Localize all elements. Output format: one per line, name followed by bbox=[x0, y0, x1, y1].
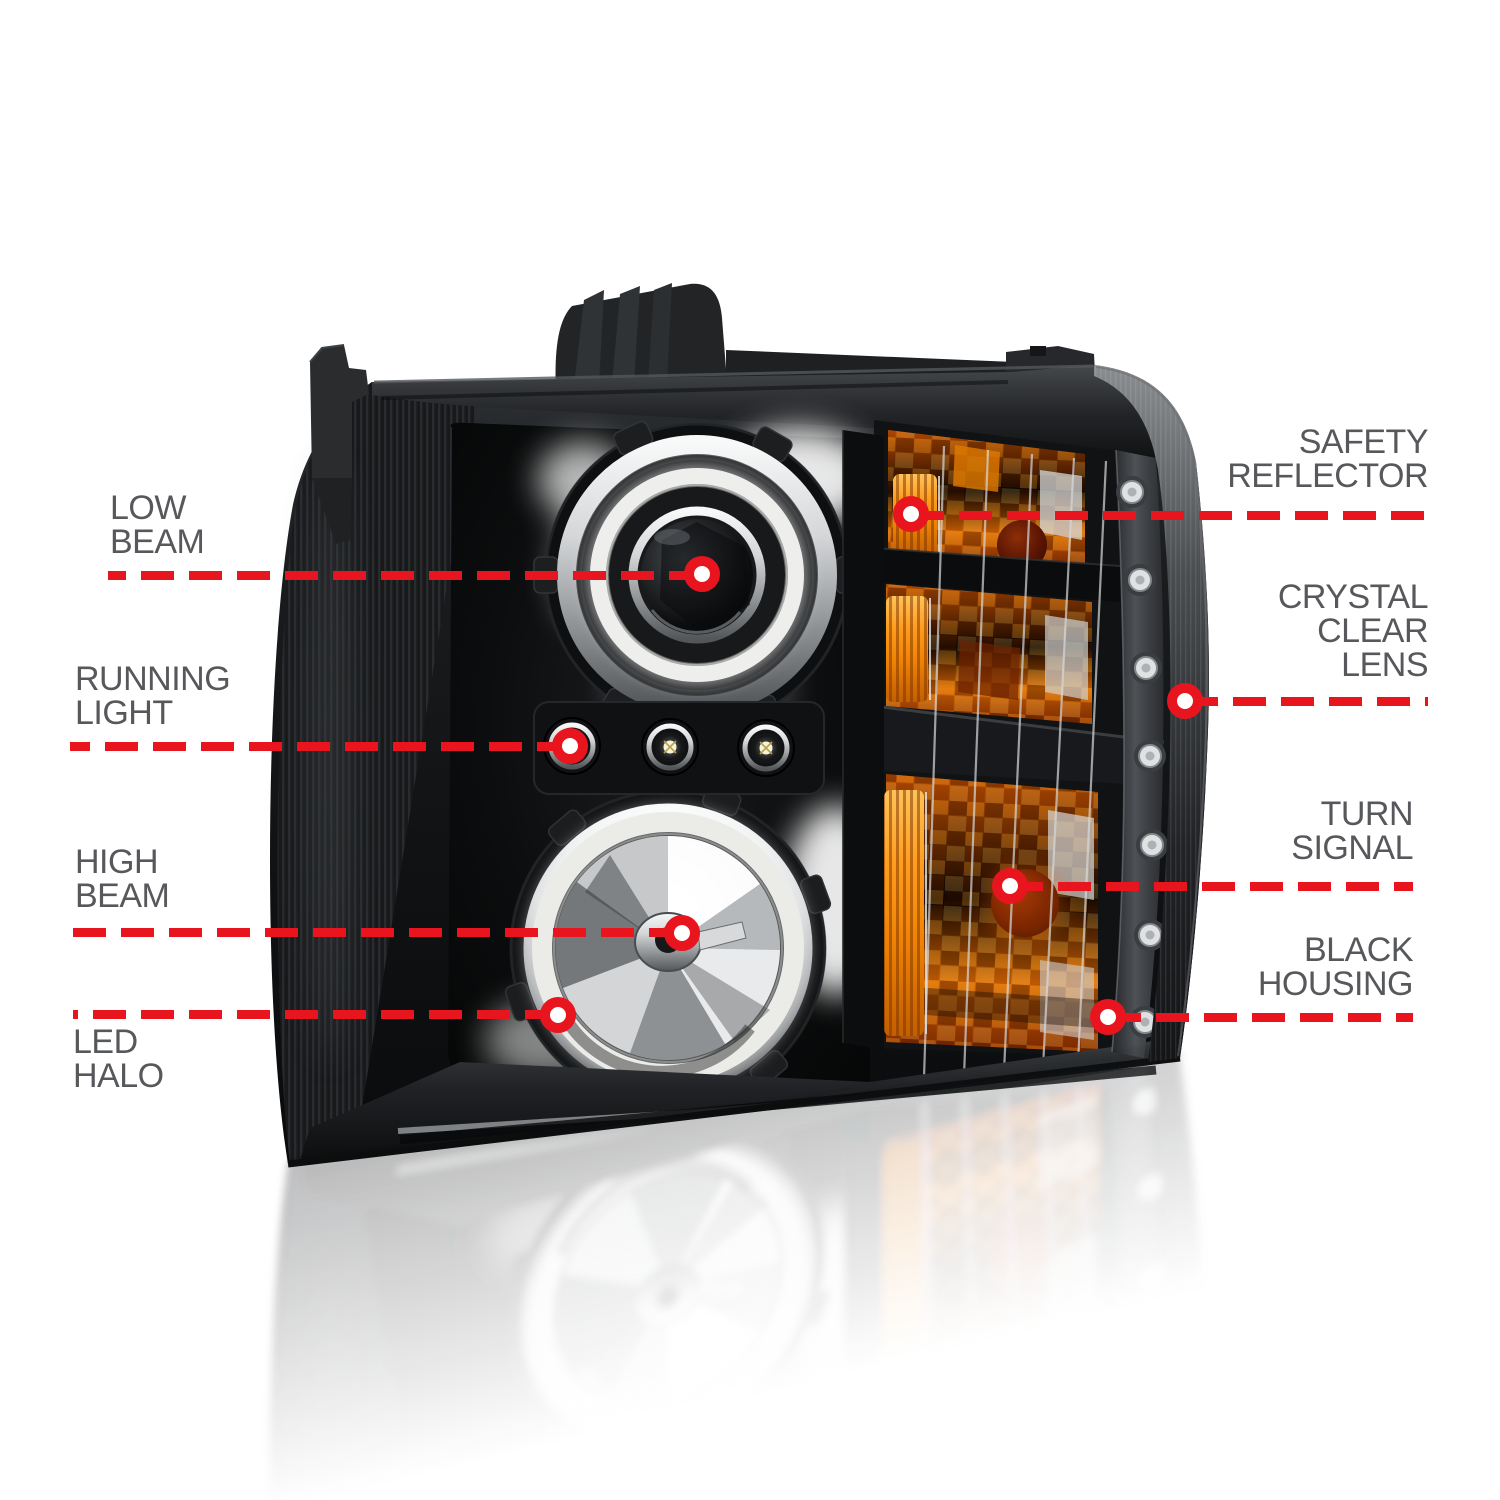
crystal-clear-lens-leader-line bbox=[1185, 696, 1428, 706]
turn-signal-reflector-column bbox=[873, 420, 1165, 1083]
safety-reflector-marker-dot bbox=[893, 496, 929, 532]
side-mounting-tab bbox=[309, 344, 369, 544]
stud-strip bbox=[1111, 449, 1168, 1058]
crystal-clear-lens-label-line: CRYSTAL bbox=[1277, 578, 1429, 616]
running-light-led-3 bbox=[737, 719, 795, 777]
crystal-clear-lens-label-line: CLEAR bbox=[1317, 612, 1428, 650]
high-beam-label-line: HIGH bbox=[75, 843, 159, 881]
turn-signal-label-line: TURN bbox=[1320, 795, 1414, 833]
low-beam-leader-line bbox=[108, 570, 702, 580]
black-housing-label-line: HOUSING bbox=[1257, 965, 1414, 1003]
safety-reflector-label-line: SAFETY bbox=[1298, 423, 1429, 461]
led-halo-marker-dot bbox=[540, 997, 576, 1033]
black-housing-leader-line bbox=[1108, 1012, 1413, 1022]
black-housing-label-line: BLACK bbox=[1304, 931, 1414, 969]
turn-signal-label-line: SIGNAL bbox=[1291, 829, 1413, 867]
safety-reflector-leader-line bbox=[911, 510, 1428, 520]
low-beam-label-line: BEAM bbox=[110, 523, 205, 561]
safety-reflector-label-line: REFLECTOR bbox=[1227, 457, 1428, 495]
running-light-label-line: LIGHT bbox=[75, 694, 173, 732]
running-light-marker-dot bbox=[552, 728, 588, 764]
black-housing-marker-dot bbox=[1090, 999, 1126, 1035]
led-halo-label-line: LED bbox=[73, 1023, 138, 1061]
running-light-label-line: RUNNING bbox=[75, 660, 231, 698]
running-light-leader-line bbox=[70, 741, 570, 751]
studs bbox=[1116, 476, 1168, 1038]
high-beam-marker-dot bbox=[664, 915, 700, 951]
crystal-clear-lens-marker-dot bbox=[1167, 683, 1203, 719]
lens-seam-lines bbox=[922, 445, 1108, 1079]
crystal-clear-lens-label-line: LENS bbox=[1341, 646, 1428, 684]
led-halo-label-line: HALO bbox=[73, 1057, 164, 1095]
running-light-led-2 bbox=[641, 718, 699, 776]
amber-window-bottom bbox=[884, 774, 1098, 1052]
turn-signal-marker-dot bbox=[992, 868, 1028, 904]
low-beam-label-line: LOW bbox=[110, 489, 186, 527]
led-halo-leader-line bbox=[73, 1009, 558, 1019]
turn-signal-leader-line bbox=[1010, 881, 1413, 891]
center-divider bbox=[843, 430, 884, 1050]
high-beam-leader-line bbox=[73, 927, 682, 937]
low-beam-marker-dot bbox=[684, 556, 720, 592]
housing-top-band bbox=[372, 364, 1192, 470]
high-beam-label-line: BEAM bbox=[75, 877, 170, 915]
